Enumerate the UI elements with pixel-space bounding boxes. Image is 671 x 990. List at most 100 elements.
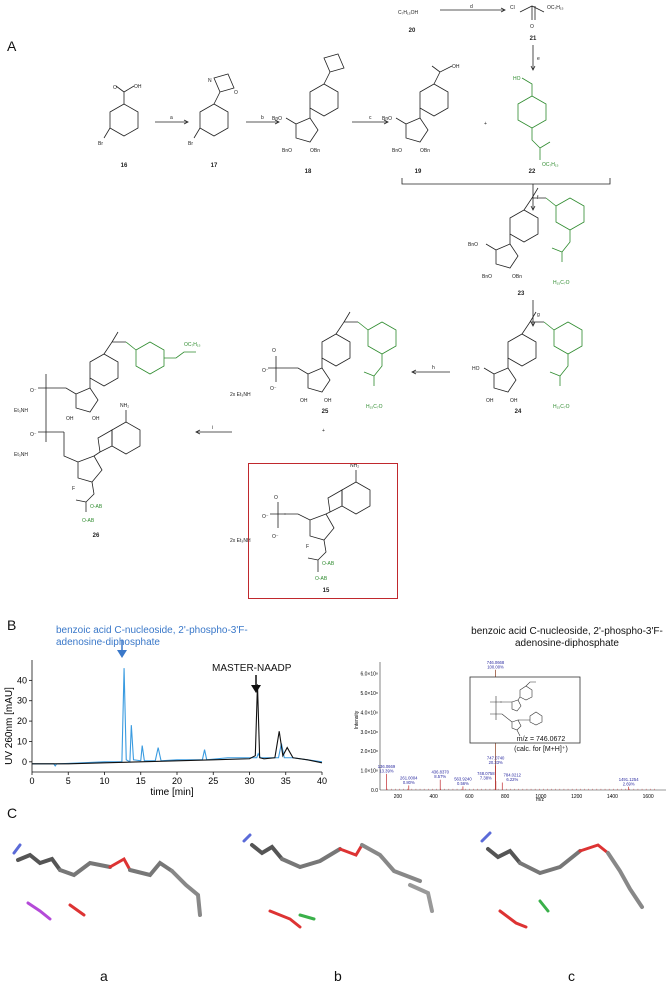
chrom-x-tick-label: 10 xyxy=(99,776,109,786)
compound-15-label: 15 xyxy=(323,588,330,594)
plus-sign-2: + xyxy=(322,428,325,434)
chrom-x-tick-label: 30 xyxy=(244,776,254,786)
compound-15-structure: O⁻ O O⁻ F xyxy=(262,470,371,572)
ms-x-tick-label: 400 xyxy=(429,794,438,800)
compound-17-structure: N O Br xyxy=(188,73,238,147)
svg-text:O: O xyxy=(272,348,276,354)
svg-text:OH: OH xyxy=(510,398,518,404)
ms-peak-percent: 0.56% xyxy=(457,781,469,786)
chrom-x-tick-label: 40 xyxy=(317,776,327,786)
compound-18-structure: BnO BnO OBn xyxy=(272,53,345,154)
plus-sign-1: + xyxy=(484,121,487,127)
ms-peak-label: 747.0740 xyxy=(487,756,505,761)
step-g-label: g xyxy=(537,312,540,318)
compound-21-label: 21 xyxy=(530,36,537,42)
compound-25-label: 25 xyxy=(322,409,329,415)
nh2-label-15: NH₂ xyxy=(350,463,359,469)
ms-peak-percent: 8.57% xyxy=(434,774,446,779)
ms-y-tick-zero: 0.0 xyxy=(371,788,378,794)
svg-text:F: F xyxy=(72,486,75,492)
svg-text:F: F xyxy=(306,544,309,550)
ms-inset-box xyxy=(469,676,581,744)
step-d-label: d xyxy=(470,4,473,10)
svg-text:O⁻: O⁻ xyxy=(272,534,279,540)
ms-peak-percent: 13.39% xyxy=(379,768,393,773)
ms-xlabel: m/z xyxy=(536,797,545,803)
ms-peak-label: 261.0004 xyxy=(400,775,418,780)
svg-text:O: O xyxy=(234,90,238,96)
chain-label-22: OC₇H₁₅ xyxy=(542,162,559,168)
svg-text:OH: OH xyxy=(452,64,460,70)
chrom-series-0 xyxy=(32,668,323,767)
chromatogram-xlabel: time [min] xyxy=(150,787,194,798)
structure-label-c: c xyxy=(568,968,575,984)
step-e-label: e xyxy=(537,56,540,62)
ms-y-tick-label: 4.0×10⁸ xyxy=(360,710,378,716)
ms-x-tick-label: 1200 xyxy=(571,794,582,800)
svg-text:HO: HO xyxy=(513,76,521,82)
chrom-x-tick-label: 5 xyxy=(66,776,71,786)
svg-text:OH: OH xyxy=(486,398,494,404)
ms-inset-structure xyxy=(490,681,543,737)
svg-text:Br: Br xyxy=(98,141,103,147)
compound-19-label: 19 xyxy=(415,169,422,175)
svg-text:O⁻: O⁻ xyxy=(262,514,269,520)
compound-20-label: 20 xyxy=(409,28,416,34)
step-i-label: i xyxy=(212,425,213,431)
structure-3d-a xyxy=(12,843,202,921)
svg-text:OH: OH xyxy=(66,416,74,422)
oab-label-15a: O-AB xyxy=(322,561,335,567)
step-c-label: c xyxy=(369,115,372,121)
structure-3d-c xyxy=(480,831,644,929)
ms-x-tick-label: 1000 xyxy=(535,794,546,800)
svg-text:OBn: OBn xyxy=(512,274,522,280)
step-a-label: a xyxy=(170,115,173,121)
compound-22-label: 22 xyxy=(529,169,536,175)
compound-16-structure: OH O Br xyxy=(98,84,142,147)
structure-label-b: b xyxy=(334,968,342,984)
chrom-y-tick-label: 20 xyxy=(17,716,27,726)
chrom-x-tick-label: 0 xyxy=(29,776,34,786)
ms-x-tick-label: 1600 xyxy=(643,794,654,800)
panel-label-b: B xyxy=(7,617,17,633)
highlight-box-15 xyxy=(248,463,398,599)
compound-18-label: 18 xyxy=(305,169,312,175)
oab-label-26b: O-AB xyxy=(82,518,95,524)
ms-ylabel: Intensity xyxy=(354,710,360,729)
step-h-label: h xyxy=(432,365,435,371)
salt-label-15: 2x Et₃NH xyxy=(230,538,251,544)
structure-label-a: a xyxy=(100,968,108,984)
svg-text:Cl: Cl xyxy=(510,5,515,11)
svg-text:OBn: OBn xyxy=(420,148,430,154)
black-arrow-head xyxy=(251,685,261,693)
ms-peak-percent: 2.69% xyxy=(623,781,635,786)
compound-16-label: 16 xyxy=(121,163,128,169)
chrom-series-1 xyxy=(32,684,323,765)
svg-text:O⁻: O⁻ xyxy=(270,386,277,392)
ms-y-tick-label: 5.0×10⁸ xyxy=(360,691,378,697)
ms-x-tick-label: 600 xyxy=(465,794,474,800)
ms-y-tick-label: 1.0×10⁸ xyxy=(360,769,378,775)
svg-text:OBn: OBn xyxy=(310,148,320,154)
chromatogram-annotation-black: MASTER-NAADP xyxy=(212,663,292,674)
chrom-y-tick-label: 0 xyxy=(22,757,27,767)
ms-x-tick-label: 800 xyxy=(501,794,510,800)
chrom-x-tick-label: 35 xyxy=(281,776,291,786)
ms-mz-label: m/z = 746.0672 xyxy=(516,736,566,743)
compound-23-label: 23 xyxy=(518,291,525,297)
panel-label-a: A xyxy=(7,38,17,54)
ms-peak-label: 784.0212 xyxy=(504,773,522,778)
salt-label-26b: Et₃NH xyxy=(14,452,28,458)
svg-text:O: O xyxy=(530,24,534,30)
svg-text:BnO: BnO xyxy=(392,148,402,154)
ms-y-tick-label: 2.0×10⁸ xyxy=(360,749,378,755)
ms-calc-label: (calc. for [M+H]⁺) xyxy=(514,746,568,753)
svg-text:OH: OH xyxy=(134,84,142,90)
svg-text:BnO: BnO xyxy=(382,116,392,122)
compound-22-structure xyxy=(517,77,551,160)
reagent-20-formula: C₇H₁₅OH xyxy=(398,10,419,16)
svg-text:O: O xyxy=(274,495,278,501)
compound-25-structure: O⁻ O O⁻ OH OH xyxy=(262,311,358,404)
chain-label-21: OC₇H₁₅ xyxy=(547,5,564,11)
